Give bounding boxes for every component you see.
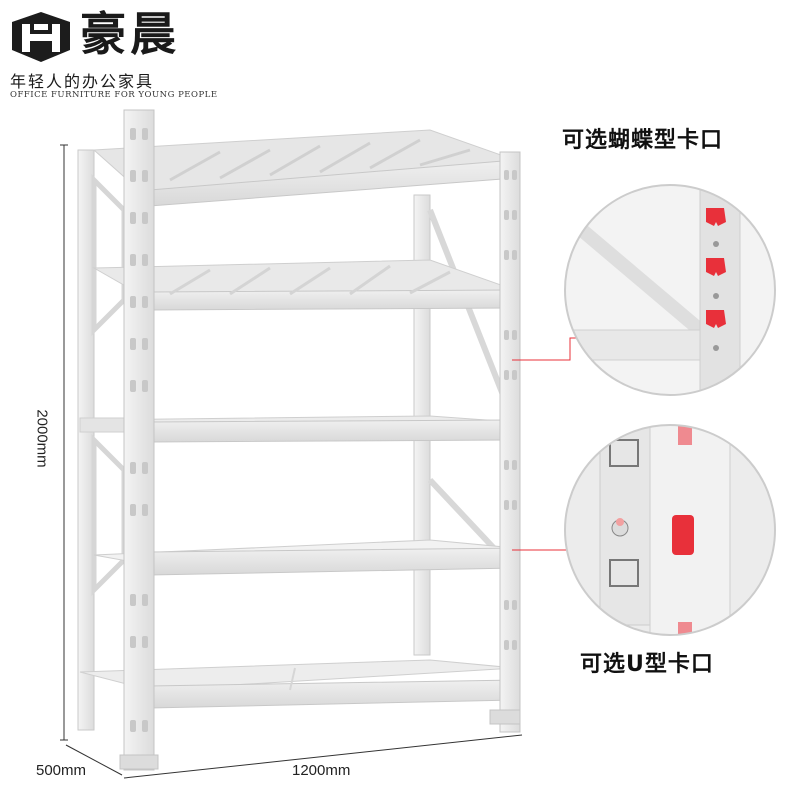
depth-dimension-label: 500mm [36, 762, 87, 779]
butterfly-clasp-zoom [565, 185, 775, 395]
zoom-border-top [564, 184, 776, 396]
u-clasp-zoom [565, 425, 775, 635]
width-dimension-label: 1200mm [292, 762, 351, 779]
butterfly-clasp-label: 可选蝴蝶型卡口 [562, 128, 724, 153]
post-slots [130, 128, 517, 732]
dimension-lines [60, 144, 523, 779]
u-clasp-label: 可选U型卡口 [580, 652, 714, 677]
height-dimension-label: 2000mm [33, 409, 51, 468]
shelves [79, 129, 516, 709]
front-frame [119, 109, 521, 771]
hc-shield-logo-icon [12, 12, 70, 62]
zoom-border-bottom [564, 424, 776, 636]
brand-subtitle: OFFICE FURNITURE FOR YOUNG PEOPLE [10, 90, 218, 100]
brand-slogan: 年轻人的办公家具 [10, 72, 155, 91]
brand-name: 豪晨 [80, 7, 180, 61]
